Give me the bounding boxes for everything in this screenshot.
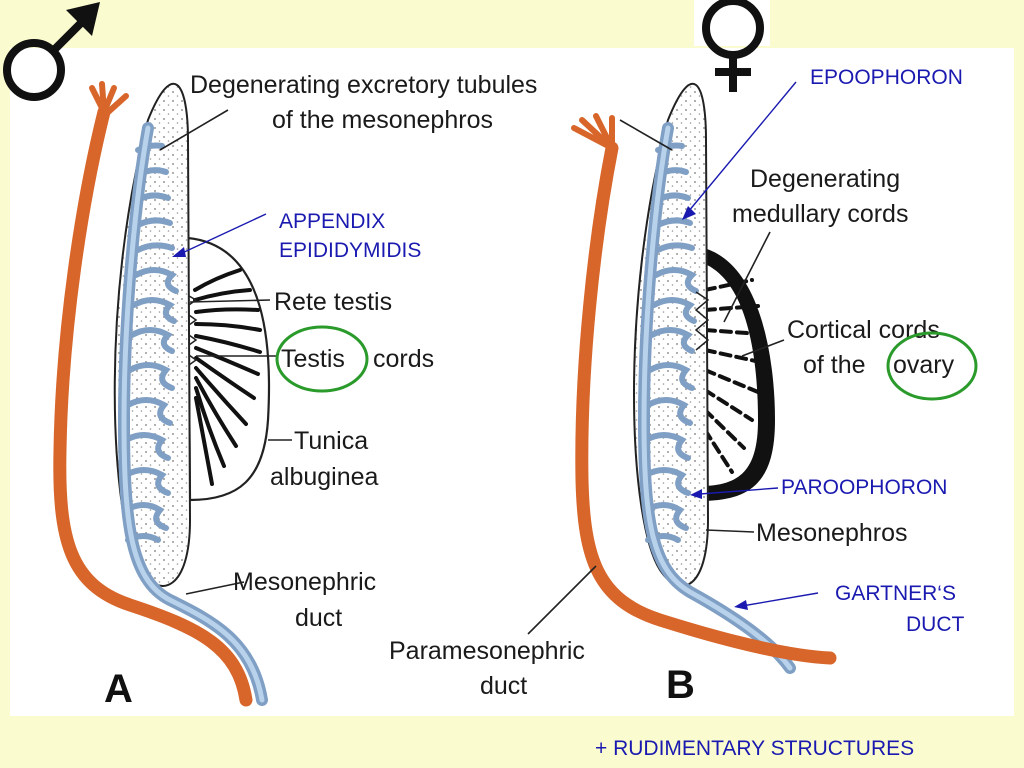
label-rete-testis: Rete testis	[274, 288, 392, 316]
testis-body	[186, 236, 271, 502]
label-mesonephros: Mesonephros	[756, 519, 907, 547]
label-ovary: ovary	[893, 351, 955, 379]
label-albuginea: albuginea	[270, 463, 379, 491]
female-symbol-icon	[694, 0, 770, 92]
label-gartner: GARTNER‘S	[835, 582, 956, 605]
label-mesonephric: Mesonephric	[233, 568, 376, 596]
label-mesonephric-duct: duct	[295, 604, 342, 632]
label-tunica: Tunica	[294, 427, 368, 455]
panel-letter-a: A	[104, 667, 133, 711]
label-of-the: of the	[803, 351, 866, 379]
label-degenerating-tubules: Degenerating excretory tubules	[190, 71, 537, 99]
footer-rudimentary: + RUDIMENTARY STRUCTURES	[595, 737, 914, 760]
label-medullary-cords: medullary cords	[732, 200, 908, 228]
panel-letter-b: B	[666, 663, 695, 707]
label-of-mesonephros: of the mesonephros	[272, 106, 493, 134]
label-cortical-cords: Cortical cords	[787, 316, 940, 344]
label-paramesonephric: Paramesonephric	[389, 637, 585, 665]
highlight-circle-ovary	[886, 331, 978, 401]
male-symbol-icon	[3, 2, 100, 101]
label-epoophoron: EPOOPHORON	[810, 66, 963, 89]
paramesonephric-duct-b	[575, 141, 837, 665]
label-gartner-duct: DUCT	[906, 613, 964, 636]
panel-b-drawing: Degenerating medullary cords Cortical co…	[389, 66, 978, 707]
label-paramesonephric-duct: duct	[480, 672, 527, 700]
label-paroophoron: PAROOPHORON	[781, 476, 947, 499]
label-appendix: APPENDIX	[279, 210, 385, 233]
label-epididymidis: EPIDIDYMIDIS	[279, 239, 421, 262]
testis-cords	[193, 268, 262, 486]
label-cords: cords	[373, 345, 434, 373]
paramesonephric-duct-a	[53, 105, 253, 707]
label-testis: Testis	[281, 345, 345, 373]
panel-a-drawing: Degenerating excretory tubules of the me…	[53, 71, 537, 711]
label-degenerating: Degenerating	[750, 165, 900, 193]
highlight-circle-testis	[275, 325, 369, 393]
